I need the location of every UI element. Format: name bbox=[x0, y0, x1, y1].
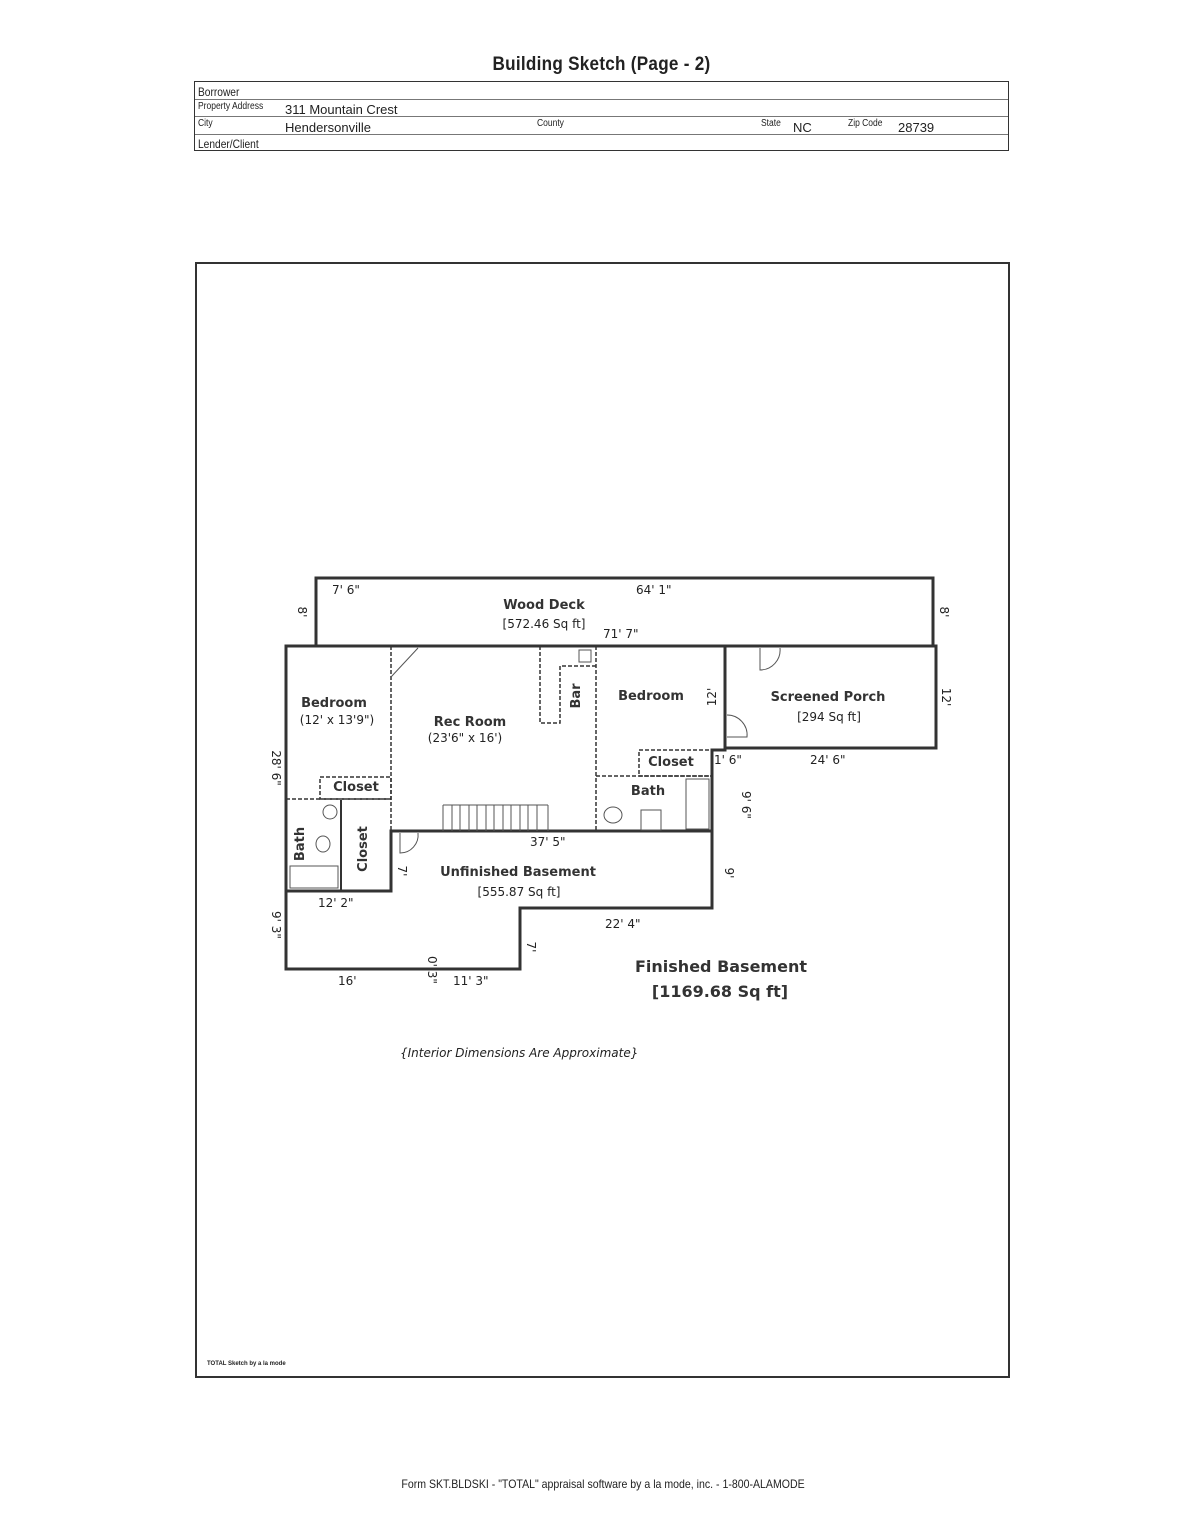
city-value: Hendersonville bbox=[285, 120, 371, 135]
zip-value: 28739 bbox=[898, 120, 935, 135]
door-swing-icon bbox=[390, 647, 419, 678]
closet2-label: Closet bbox=[356, 826, 371, 872]
dimension-label: 22' 4" bbox=[605, 917, 641, 931]
city-label: City bbox=[198, 118, 213, 129]
finished-basement-area: [1169.68 Sq ft] bbox=[652, 982, 788, 1001]
dimension-label: 0' 3" bbox=[425, 956, 439, 984]
screened-porch-label: Screened Porch bbox=[771, 690, 886, 705]
borrower-label: Borrower bbox=[198, 85, 240, 99]
bar-counter bbox=[539, 646, 596, 724]
dimension-label: 9' bbox=[722, 868, 736, 879]
property-info-table: Borrower Property Address 311 Mountain C… bbox=[194, 81, 1009, 151]
dimension-label: 12' bbox=[939, 688, 953, 707]
lender-label: Lender/Client bbox=[198, 137, 259, 151]
finished-basement-outline bbox=[284, 644, 727, 971]
dimensions-note: {Interior Dimensions Are Approximate} bbox=[400, 1046, 639, 1060]
dimension-label: 11' 3" bbox=[453, 974, 489, 988]
dimension-label: 16' bbox=[338, 974, 357, 988]
dimension-label: 12' bbox=[705, 688, 719, 707]
city-row: City Hendersonville County State NC Zip … bbox=[195, 116, 1008, 135]
dimension-label: 28' 6" bbox=[269, 750, 283, 786]
borrower-row: Borrower bbox=[195, 82, 1008, 100]
dimension-label: 7' bbox=[395, 866, 409, 877]
unfinished-basement-label: Unfinished Basement bbox=[440, 865, 596, 880]
rec-room-size: (23'6" x 16') bbox=[428, 731, 502, 745]
screened-porch-area: [294 Sq ft] bbox=[797, 710, 861, 724]
rec-room-label: Rec Room bbox=[434, 715, 506, 730]
bathtub-icon bbox=[685, 778, 710, 830]
bedroom1-size: (12' x 13'9") bbox=[300, 713, 374, 727]
door-swing-icon bbox=[759, 647, 781, 671]
dimension-label: 1' 6" bbox=[714, 753, 742, 767]
dimension-label: 71' 7" bbox=[603, 627, 639, 641]
dimension-label: 8' bbox=[295, 607, 309, 618]
door-swing-icon bbox=[399, 832, 419, 854]
bathtub-icon bbox=[289, 865, 339, 889]
closet1-label: Closet bbox=[333, 780, 379, 795]
bath1-label: Bath bbox=[293, 827, 308, 861]
finished-basement-label: Finished Basement bbox=[635, 957, 807, 976]
dimension-label: 9' 6" bbox=[739, 791, 753, 819]
wood-deck-label: Wood Deck bbox=[503, 598, 585, 613]
sink-icon bbox=[322, 804, 338, 820]
sketch-frame bbox=[195, 262, 1010, 1378]
address-row: Property Address 311 Mountain Crest bbox=[195, 99, 1008, 117]
dimension-label: 24' 6" bbox=[810, 753, 846, 767]
dimension-label: 64' 1" bbox=[636, 583, 672, 597]
bedroom2-label: Bedroom bbox=[618, 689, 684, 704]
dimension-label: 37' 5" bbox=[530, 835, 566, 849]
wood-deck-area: [572.46 Sq ft] bbox=[503, 617, 586, 631]
dimension-label: 8' bbox=[937, 607, 951, 618]
address-label: Property Address bbox=[198, 101, 264, 112]
dimension-label: 7' bbox=[524, 942, 538, 953]
lender-row: Lender/Client bbox=[195, 134, 1008, 151]
state-label: State bbox=[761, 118, 781, 129]
closet3-label: Closet bbox=[648, 755, 694, 770]
county-label: County bbox=[537, 118, 564, 129]
dimension-label: 7' 6" bbox=[332, 583, 360, 597]
unfinished-basement-wall bbox=[286, 829, 712, 893]
address-value: 311 Mountain Crest bbox=[285, 102, 398, 117]
stairs bbox=[442, 804, 549, 831]
dimension-label: 12' 2" bbox=[318, 896, 354, 910]
unfinished-basement-area: [555.87 Sq ft] bbox=[478, 885, 561, 899]
bedroom1-label: Bedroom bbox=[301, 696, 367, 711]
door-swing-icon bbox=[726, 714, 748, 738]
toilet-icon bbox=[315, 835, 331, 853]
sink-icon bbox=[640, 809, 662, 831]
software-credit: TOTAL Sketch by a la mode bbox=[207, 1361, 286, 1367]
bar-label: Bar bbox=[569, 683, 584, 709]
dimension-label: 9' 3" bbox=[269, 911, 283, 939]
toilet-icon bbox=[603, 806, 623, 824]
zip-label: Zip Code bbox=[848, 118, 883, 129]
page-title: Building Sketch (Page - 2) bbox=[492, 54, 711, 75]
sink-icon bbox=[578, 649, 592, 663]
form-footer: Form SKT.BLDSKI - "TOTAL" appraisal soft… bbox=[401, 1477, 805, 1491]
state-value: NC bbox=[793, 120, 812, 135]
bath2-label: Bath bbox=[631, 784, 665, 799]
